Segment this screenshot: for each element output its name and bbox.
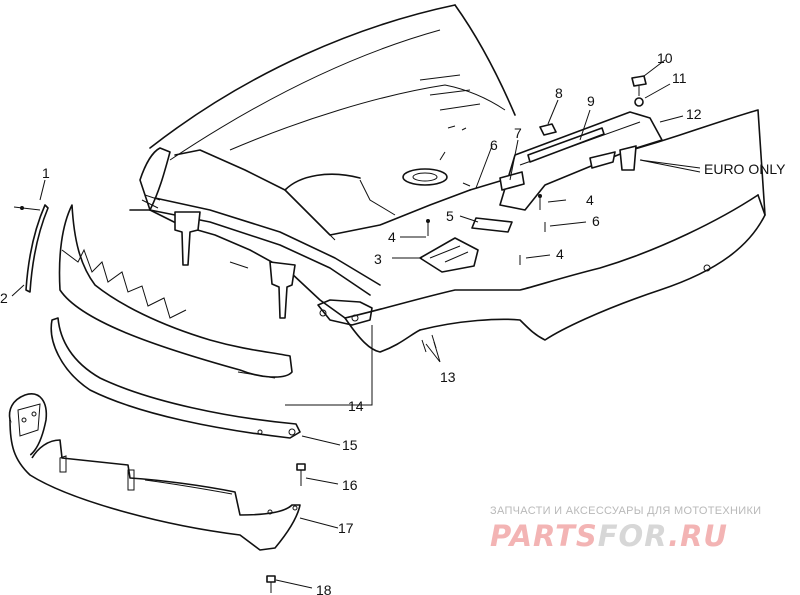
- callout-6a: 6: [490, 137, 498, 153]
- watermark-brand-part1: PARTS: [490, 519, 598, 553]
- euro-only-label: EURO ONLY: [704, 161, 786, 177]
- callout-9: 9: [587, 93, 595, 109]
- trim-strip-15: [50, 317, 301, 439]
- callout-8: 8: [555, 85, 563, 101]
- lower-panel-17: [8, 393, 301, 551]
- strip-9: [527, 127, 605, 163]
- bolt-18: [266, 575, 276, 593]
- callout-4c: 4: [556, 246, 564, 262]
- watermark-brand-part3: .RU: [668, 519, 728, 553]
- callout-4a: 4: [388, 229, 396, 245]
- screw-10: [631, 75, 647, 96]
- trim-2: [25, 204, 49, 293]
- bumper-14: [58, 204, 293, 379]
- plate-5: [471, 217, 513, 233]
- watermark: ЗАПЧАСТИ И АКСЕССУАРЫ ДЛЯ МОТОТЕХНИКИ PA…: [490, 505, 761, 553]
- bracket-panel-12: [499, 111, 663, 211]
- callout-16: 16: [342, 477, 358, 493]
- callout-12: 12: [686, 106, 702, 122]
- callout-labels: 1 2 3 4 4 4 5 6 6 7 8 9 10 11 12 13 14 1…: [0, 50, 786, 595]
- hood-assembly: [129, 4, 766, 353]
- bolt-16: [296, 463, 306, 486]
- screw-1: [13, 206, 41, 211]
- watermark-brand-part2: FOR: [598, 519, 668, 553]
- fasteners: [421, 194, 546, 353]
- plate-3: [419, 237, 479, 273]
- callout-14: 14: [348, 398, 364, 414]
- callout-1: 1: [42, 165, 50, 181]
- callout-5: 5: [446, 208, 454, 224]
- washer-11: [634, 97, 644, 107]
- watermark-tagline: ЗАПЧАСТИ И АКСЕССУАРЫ ДЛЯ МОТОТЕХНИКИ: [490, 505, 761, 517]
- clip-8: [539, 123, 557, 136]
- callout-3: 3: [374, 251, 382, 267]
- callout-10: 10: [657, 50, 673, 66]
- callout-13: 13: [440, 369, 456, 385]
- callout-11: 11: [672, 70, 687, 86]
- callout-6b: 6: [592, 213, 600, 229]
- callout-17: 17: [338, 520, 354, 536]
- callout-7: 7: [514, 125, 522, 141]
- leader-lines: [11, 59, 701, 589]
- callout-2: 2: [0, 290, 8, 306]
- svg-text:PARTSFOR.RU: PARTSFOR.RU: [490, 519, 728, 553]
- callout-18: 18: [316, 582, 332, 595]
- callout-4b: 4: [586, 192, 594, 208]
- callout-15: 15: [342, 437, 358, 453]
